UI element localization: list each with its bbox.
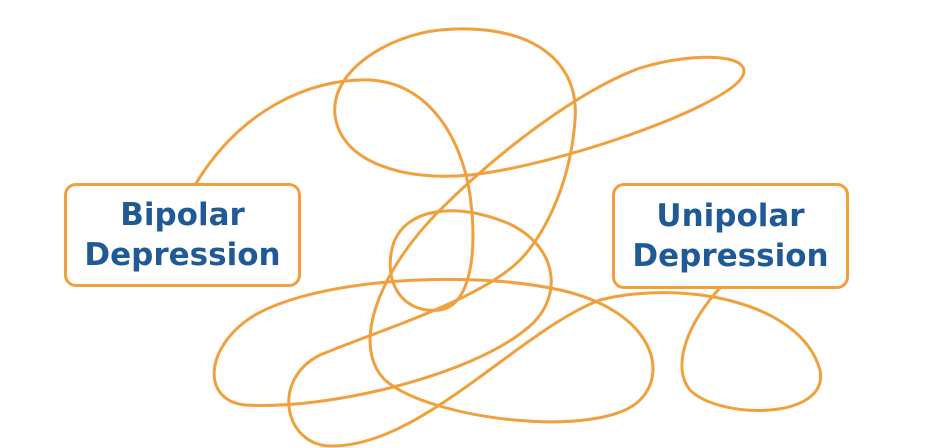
depression-label: Depression (84, 237, 281, 273)
unipolar-label: Unipolar (656, 198, 805, 234)
unipolar-depression-box: Unipolar Depression (612, 183, 849, 289)
bipolar-depression-box: Bipolar Depression (64, 183, 301, 287)
bipolar-label: Bipolar (120, 197, 245, 233)
scribble-path (193, 27, 822, 448)
depression-label: Depression (632, 238, 829, 274)
